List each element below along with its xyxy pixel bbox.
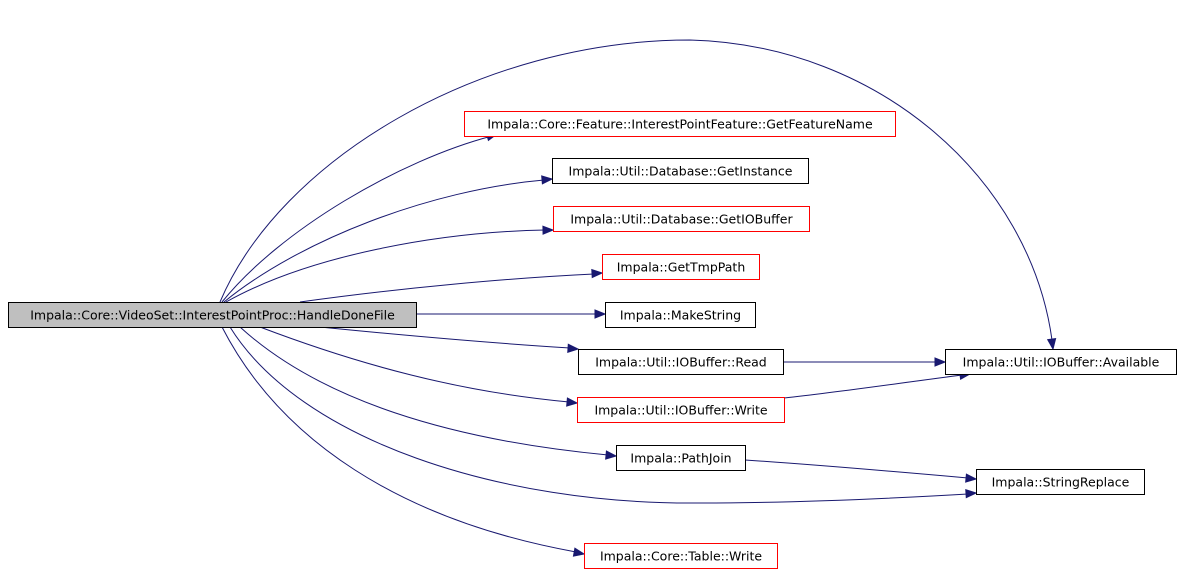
- arrowhead: [566, 397, 579, 407]
- node-box: [577, 397, 785, 423]
- edge-root-to-getFeatureName: [221, 132, 499, 303]
- node-tableWrite[interactable]: Impala::Core::Table::Write: [584, 543, 778, 569]
- edge-layer: [219, 39, 1057, 557]
- node-getIOBuffer[interactable]: Impala::Util::Database::GetIOBuffer: [553, 206, 810, 232]
- node-getInstance[interactable]: Impala::Util::Database::GetInstance: [552, 158, 809, 184]
- node-getFeatureName[interactable]: Impala::Core::Feature::InterestPointFeat…: [464, 111, 896, 137]
- edge-ioRead-to-available: [783, 357, 947, 367]
- edge-root-to-pathJoin: [239, 326, 618, 460]
- edge-root-to-ioRead: [319, 326, 580, 354]
- edge-line: [229, 326, 969, 504]
- node-available[interactable]: Impala::Util::IOBuffer::Available: [945, 349, 1177, 375]
- node-box: [578, 349, 784, 375]
- node-label: Impala::Core::VideoSet::InterestPointPro…: [30, 308, 395, 323]
- arrowhead: [591, 268, 604, 279]
- edge-line: [219, 39, 1053, 341]
- arrowhead: [965, 488, 978, 499]
- node-box: [605, 302, 756, 328]
- edge-root-to-getInstance: [223, 175, 554, 303]
- node-ioWrite[interactable]: Impala::Util::IOBuffer::Write: [577, 397, 785, 423]
- node-layer: Impala::Core::VideoSet::InterestPointPro…: [8, 111, 1177, 569]
- node-box: [464, 111, 896, 137]
- node-label: Impala::Core::Table::Write: [600, 549, 762, 564]
- edge-line: [225, 229, 546, 303]
- node-getTmpPath[interactable]: Impala::GetTmpPath: [602, 254, 760, 280]
- edge-root-to-tableWrite: [221, 326, 586, 557]
- edge-root-to-stringReplace: [229, 326, 978, 504]
- edge-ioWrite-to-available: [783, 370, 972, 399]
- arrowhead: [594, 309, 607, 319]
- edge-root-to-getIOBuffer: [225, 225, 555, 303]
- edge-line: [221, 135, 493, 303]
- node-label: Impala::StringReplace: [992, 475, 1130, 490]
- edge-root-to-available: [219, 39, 1057, 351]
- node-box: [945, 349, 1177, 375]
- node-box: [616, 445, 746, 471]
- node-box: [553, 206, 810, 232]
- node-box: [584, 543, 778, 569]
- edge-root-to-getTmpPath: [299, 268, 604, 303]
- edge-line: [319, 326, 571, 349]
- node-label: Impala::PathJoin: [630, 451, 731, 466]
- edge-line: [223, 179, 545, 303]
- arrowhead: [934, 357, 947, 367]
- edge-line: [259, 326, 570, 403]
- edge-line: [783, 374, 963, 399]
- node-ioRead[interactable]: Impala::Util::IOBuffer::Read: [578, 349, 784, 375]
- arrowhead: [605, 450, 618, 460]
- arrowhead: [567, 343, 580, 354]
- edge-root-to-ioWrite: [259, 326, 579, 407]
- node-box: [552, 158, 809, 184]
- node-label: Impala::Util::Database::GetIOBuffer: [570, 212, 793, 227]
- edge-line: [239, 326, 609, 456]
- node-root: Impala::Core::VideoSet::InterestPointPro…: [8, 302, 417, 328]
- edge-pathJoin-to-stringReplace: [744, 459, 978, 483]
- node-box: [976, 469, 1145, 495]
- node-label: Impala::GetTmpPath: [617, 260, 746, 275]
- edge-line: [299, 273, 595, 303]
- node-label: Impala::Util::IOBuffer::Available: [963, 355, 1160, 370]
- node-box: [8, 302, 417, 328]
- node-stringReplace[interactable]: Impala::StringReplace: [976, 469, 1145, 495]
- node-label: Impala::Util::Database::GetInstance: [569, 164, 793, 179]
- edge-line: [744, 459, 969, 479]
- edge-line: [221, 326, 577, 553]
- node-pathJoin[interactable]: Impala::PathJoin: [616, 445, 746, 471]
- arrowhead: [965, 473, 978, 483]
- arrowhead: [1046, 337, 1057, 351]
- arrowhead: [542, 225, 555, 235]
- node-label: Impala::Util::IOBuffer::Write: [594, 403, 767, 418]
- arrowhead: [541, 175, 554, 185]
- node-label: Impala::Util::IOBuffer::Read: [595, 355, 767, 370]
- node-label: Impala::MakeString: [620, 308, 741, 323]
- edge-root-to-makeString: [416, 309, 607, 319]
- node-makeString[interactable]: Impala::MakeString: [605, 302, 756, 328]
- node-box: [602, 254, 760, 280]
- node-label: Impala::Core::Feature::InterestPointFeat…: [487, 117, 873, 132]
- arrowhead: [572, 547, 586, 557]
